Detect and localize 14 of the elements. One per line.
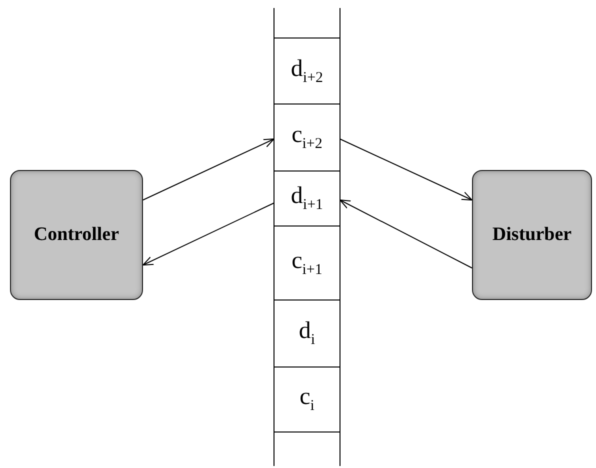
cell-label: d$_{i}$ [298,318,316,349]
cell-label: d$_{i+1}$ [290,183,324,214]
agent-box [472,170,592,300]
arrow [340,200,472,268]
agent-label: Controller [34,224,120,246]
agent-label: Disturber [492,224,572,246]
cell-label: c$_{i+2}$ [292,122,322,153]
arrow [142,202,274,266]
agent-box [10,170,143,300]
cell-label: c$_{i}$ [300,384,314,415]
cell-label: d$_{i+2}$ [290,56,324,86]
cell-label: c$_{i+1}$ [292,248,322,278]
arrow [142,138,274,200]
arrow [340,138,472,200]
